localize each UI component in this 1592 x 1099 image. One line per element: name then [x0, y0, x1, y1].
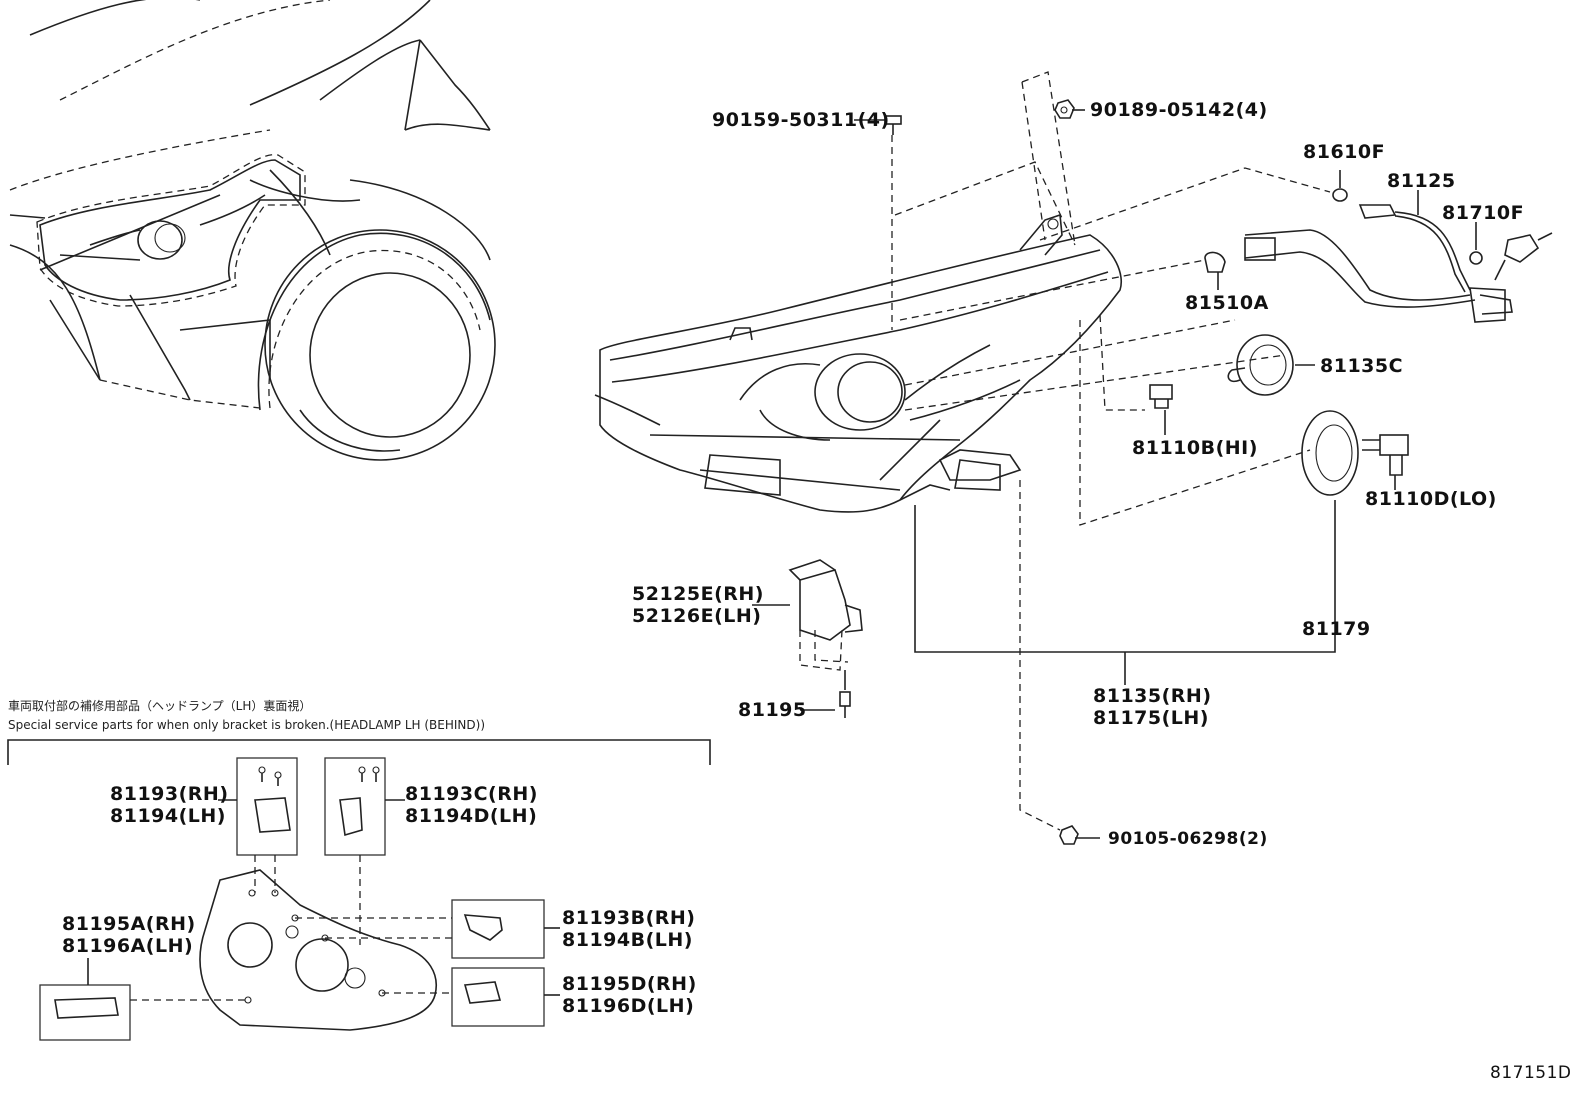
screw-81195 [839, 691, 851, 718]
callout-81193C-rh: 81193C(RH) [405, 783, 538, 805]
ring-81179 [1301, 410, 1359, 496]
note-english: Special service parts for when only brac… [8, 718, 486, 732]
nut-90189 [1054, 99, 1075, 119]
callout-90189-05142: 90189-05142(4) [1090, 99, 1268, 121]
note-japanese: 車両取付部の補修用部品（ヘッドランプ（LH）裏面視） [8, 699, 312, 713]
callout-81196D-lh: 81196D(LH) [562, 995, 695, 1017]
bolt-90105 [1059, 825, 1079, 845]
service-parts-section [7, 739, 711, 1041]
screw-90159 [884, 115, 902, 135]
callout-81135C: 81135C [1320, 355, 1404, 377]
bulb-81510A [1204, 251, 1226, 273]
callout-81510A: 81510A [1185, 292, 1269, 314]
box-81195A [39, 984, 131, 1041]
socket-81135C [1227, 334, 1294, 396]
callout-90105-06298: 90105-06298(2) [1108, 829, 1268, 849]
leader-lines [752, 71, 1477, 839]
callout-81710F: 81710F [1442, 202, 1525, 224]
callout-52125E: 52125E(RH) [632, 583, 764, 605]
callout-81110D: 81110D(LO) [1365, 488, 1497, 510]
bulbs-and-wiring [788, 99, 1553, 845]
headlamp-assembly [594, 213, 1122, 513]
bulb-81110D [1362, 434, 1409, 476]
box-81193B [451, 899, 545, 959]
callout-81193B-rh: 81193B(RH) [562, 907, 696, 929]
callout-81135-rh: 81135(RH) [1093, 685, 1212, 707]
callout-81195: 81195 [738, 699, 807, 721]
callout-81125: 81125 [1387, 170, 1456, 192]
box-81193 [236, 757, 298, 856]
bulb-81710F [1469, 251, 1483, 265]
callout-81194B-lh: 81194B(LH) [562, 929, 693, 951]
socket-wire-81125 [1244, 204, 1553, 323]
callout-81193-rh: 81193(RH) [110, 783, 229, 805]
callout-81195D-rh: 81195D(RH) [562, 973, 697, 995]
callout-52126E: 52126E(LH) [632, 605, 762, 627]
callout-81610F: 81610F [1303, 141, 1386, 163]
box-81195D [451, 967, 545, 1027]
callout-90159-50311: 90159-50311(4) [712, 109, 890, 131]
callout-81179: 81179 [1302, 618, 1371, 640]
callout-81110B: 81110B(HI) [1132, 437, 1258, 459]
bulb-81610F [1332, 188, 1348, 202]
callout-81196A-lh: 81196A(LH) [62, 935, 194, 957]
vehicle-outline [9, 0, 496, 461]
bracket-52125E [788, 559, 863, 641]
callout-81175-lh: 81175(LH) [1093, 707, 1209, 729]
callout-81195A-rh: 81195A(RH) [62, 913, 196, 935]
figure-id: 817151D [1490, 1063, 1572, 1083]
bulb-81110B [1149, 384, 1173, 409]
callout-81194-lh: 81194(LH) [110, 805, 226, 827]
callout-81194D-lh: 81194D(LH) [405, 805, 538, 827]
box-81193C [324, 757, 386, 856]
